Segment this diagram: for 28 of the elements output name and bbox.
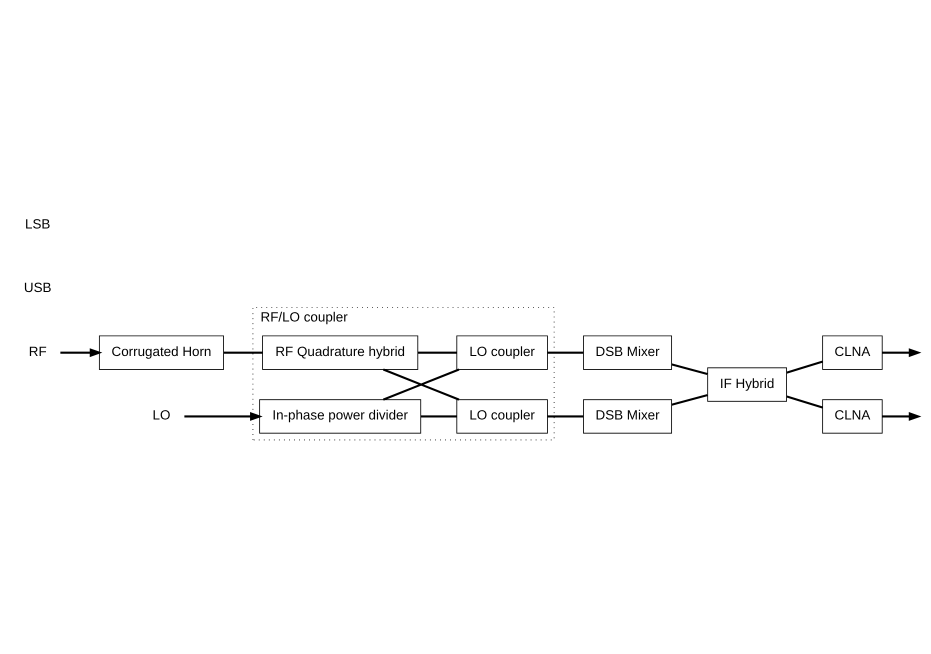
node-text: LO (152, 407, 170, 422)
connector (786, 395, 823, 408)
node-box: In-phase power divider (259, 398, 422, 434)
connector (786, 360, 823, 374)
node-box: CLNA (822, 334, 883, 370)
connector (671, 362, 708, 375)
node-box: CLNA (822, 398, 883, 434)
connector (382, 368, 460, 400)
node-box: LO coupler (456, 398, 548, 434)
connector (224, 351, 262, 354)
node-box: DSB Mixer (583, 398, 672, 434)
node-text: RF (28, 343, 47, 358)
arrow (882, 348, 922, 357)
node-box: RF Quadrature hybrid (262, 334, 418, 370)
arrow (184, 412, 263, 420)
arrow (882, 412, 922, 420)
label: USB (24, 280, 52, 295)
connector (420, 414, 457, 417)
arrow (60, 348, 102, 357)
connector (548, 351, 584, 354)
node-box: Corrugated Horn (98, 334, 224, 370)
connector (548, 414, 584, 417)
connector (418, 351, 457, 354)
node-box: LO coupler (456, 334, 548, 370)
connector (671, 394, 708, 406)
node-box: DSB Mixer (583, 334, 672, 370)
label: LSB (25, 216, 50, 231)
node-box: IF Hybrid (707, 366, 787, 402)
